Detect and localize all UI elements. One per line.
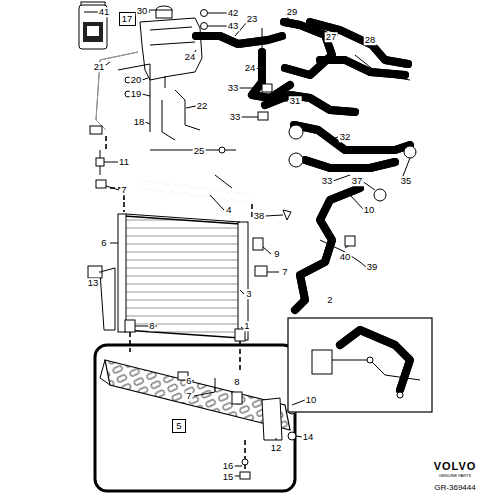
callout-number: 21 [93, 62, 106, 72]
callout-number: 12 [270, 443, 283, 453]
callout-number: 7 [281, 267, 288, 277]
callout-number: 8 [148, 321, 155, 331]
callout-number: 7 [185, 391, 192, 401]
callout-number: 33 [229, 112, 242, 122]
callout-number: 10 [363, 205, 376, 215]
callout-number: 2 [326, 295, 333, 305]
callout-number: 18 [133, 117, 146, 127]
callout-number: 15 [222, 472, 235, 482]
callout-number: 27 [325, 32, 338, 42]
callout-number: 24 [244, 63, 257, 73]
callout-number: 43 [227, 21, 240, 31]
callout-number: 6 [185, 376, 192, 386]
brand-subtitle: GENUINE PARTS [438, 474, 472, 478]
callout-number: 25 [193, 146, 206, 156]
callout-number: 5 [176, 421, 181, 431]
callout-number: 40 [339, 252, 352, 262]
callout-number: 38 [253, 211, 266, 221]
callout-number: 23 [246, 14, 259, 24]
callout-number: 11 [118, 157, 130, 167]
boxed-callout: 5 [172, 419, 186, 433]
callout-number: 16 [222, 461, 235, 471]
callout-number: 17 [122, 14, 133, 24]
callout-number: 4 [225, 205, 232, 215]
callout-number: 24 [184, 52, 197, 62]
callout-number: 1 [243, 321, 250, 331]
callout-number: 9 [273, 249, 280, 259]
callout-number: 33 [321, 176, 334, 186]
callout-number: 42 [227, 8, 240, 18]
callout-number: 30 [136, 6, 149, 16]
callout-number: 7 [120, 185, 127, 195]
callout-number: 35 [400, 176, 413, 186]
callout-number: 6 [100, 238, 107, 248]
callout-number: 29 [286, 7, 299, 17]
callout-number: 10 [305, 395, 318, 405]
callout-number: 22 [196, 101, 209, 111]
callout-number: 41 [98, 7, 111, 17]
callout-number: 39 [366, 262, 379, 272]
brand-name: VOLVO [433, 461, 478, 472]
callout-number: 20 [130, 75, 143, 85]
callout-number: 8 [233, 377, 240, 387]
boxed-callout: 17 [119, 12, 136, 26]
callout-number: 13 [87, 278, 100, 288]
callout-number: 14 [302, 432, 315, 442]
drawing-number: GR-369444 [433, 484, 476, 492]
callout-number: 37 [351, 176, 364, 186]
callout-number: 3 [245, 289, 252, 299]
callout-number: 32 [339, 132, 352, 142]
callout-number: 28 [364, 35, 377, 45]
callout-number: 33 [227, 83, 240, 93]
callout-number: 19 [130, 89, 143, 99]
callout-number: 31 [289, 96, 302, 106]
